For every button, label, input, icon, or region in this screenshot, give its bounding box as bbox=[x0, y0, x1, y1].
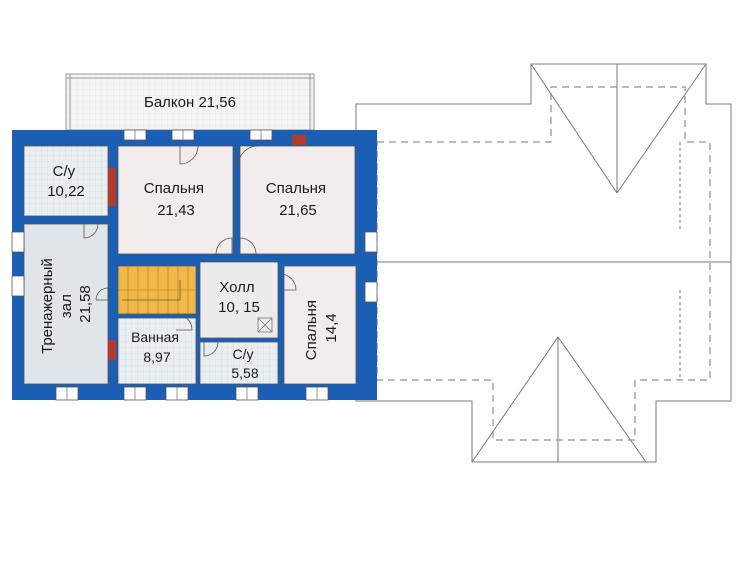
wc2-label: С/у 5,58 bbox=[231, 346, 258, 381]
bathroom-label: Ванная 8,97 bbox=[131, 329, 183, 365]
doors bbox=[83, 145, 297, 357]
roof-plan bbox=[355, 63, 732, 463]
stair-treads bbox=[118, 266, 196, 314]
hall-label: Холл 10, 15 bbox=[218, 279, 260, 316]
bedroom3-room bbox=[283, 265, 357, 385]
bedroom1-label: Спальня 21,43 bbox=[144, 180, 208, 219]
balcony: Балкон 21,56 bbox=[65, 73, 315, 131]
bedroom2-label: Спальня 21,65 bbox=[266, 180, 330, 219]
gym-label: Тренажерный зал 21,58 bbox=[39, 254, 94, 354]
house-floor: С/у 10,22 Спальня 21,43 Спальня 21,65 Тр… bbox=[11, 129, 378, 401]
bedroom2-room bbox=[239, 145, 356, 255]
balcony-label: Балкон 21,56 bbox=[144, 94, 236, 111]
wc1-label: С/у 10,22 bbox=[47, 163, 85, 200]
bedroom1-room bbox=[117, 145, 234, 255]
hatch-symbol bbox=[257, 317, 273, 333]
gym-room bbox=[23, 223, 109, 385]
bathroom-room bbox=[117, 317, 197, 385]
wall-line-below-roof bbox=[376, 86, 711, 441]
wc1-room bbox=[23, 145, 109, 217]
vent-ducts bbox=[108, 135, 306, 360]
roof-outline bbox=[355, 63, 732, 463]
bedroom3-label: Спальня 14,4 bbox=[303, 296, 340, 360]
wc2-room bbox=[199, 341, 279, 385]
